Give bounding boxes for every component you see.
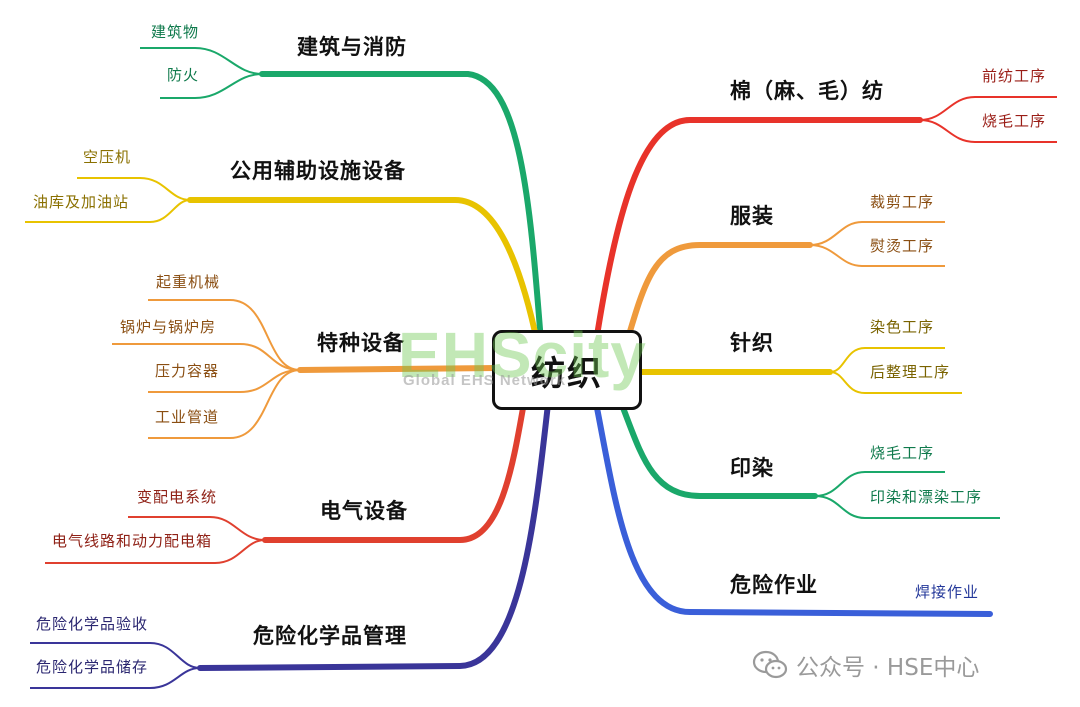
leaf-label-singeing-2: 烧毛工序: [870, 444, 935, 462]
leaf-label-ironing: 熨烫工序: [870, 237, 935, 255]
leaf-line-special-equip-0: [148, 299, 301, 371]
leaf-line-cotton-0: [919, 96, 1057, 121]
watermark-sub: Global EHS Network: [403, 372, 567, 389]
leaf-line-knitting-1: [829, 371, 962, 394]
leaf-line-public-aux-1: [25, 199, 191, 223]
leaf-line-special-equip-3: [148, 369, 301, 439]
leaf-line-building-fire-0: [140, 47, 263, 75]
leaf-label-air-compressor: 空压机: [83, 148, 132, 166]
branch-line-building-fire: [259, 71, 544, 345]
leaf-label-chem-storage: 危险化学品储存: [36, 658, 149, 676]
branch-label-special-equip: 特种设备: [317, 331, 405, 355]
branch-line-hazchem: [197, 401, 551, 671]
leaf-label-wiring: 电气线路和动力配电箱: [52, 532, 213, 550]
leaf-line-garment-1: [809, 244, 945, 267]
branch-connector-special-equip: [112, 299, 501, 439]
wechat-icon: [752, 650, 788, 679]
branch-connector-hazchem: [30, 401, 551, 689]
leaf-label-pressure-vessel: 压力容器: [155, 362, 220, 380]
leaf-line-hazchem-1: [30, 667, 201, 689]
leaf-label-singeing: 烧毛工序: [982, 112, 1047, 130]
branch-connector-knitting: [637, 347, 962, 394]
branch-connector-dyeing: [617, 397, 1000, 519]
leaf-line-knitting-0: [829, 347, 945, 373]
leaf-label-pre-spinning: 前纺工序: [982, 67, 1047, 85]
branch-connector-garment: [623, 221, 945, 348]
leaf-label-cutting: 裁剪工序: [870, 193, 935, 211]
leaf-label-buildings: 建筑物: [151, 23, 200, 41]
branch-label-cotton: 棉（麻、毛）纺: [730, 79, 884, 103]
branch-line-dyeing: [617, 397, 818, 499]
branch-label-dyeing: 印染: [730, 456, 774, 480]
branch-line-cotton: [593, 117, 923, 345]
footer-attribution: 公众号 · HSE中心: [752, 648, 979, 682]
leaf-line-hazchem-0: [30, 642, 201, 669]
leaf-line-garment-0: [809, 221, 945, 246]
leaf-line-dyeing-0: [814, 471, 945, 497]
leaf-line-building-fire-1: [160, 73, 263, 99]
leaf-line-cotton-1: [919, 119, 1057, 143]
leaf-label-boiler-room: 锅炉与锅炉房: [120, 318, 217, 336]
leaf-label-printing-bleaching: 印染和漂染工序: [870, 488, 983, 506]
branch-label-garment: 服装: [730, 204, 774, 228]
leaf-label-welding: 焊接作业: [915, 583, 980, 601]
branch-connector-public-aux: [25, 177, 541, 349]
leaf-line-special-equip-1: [112, 343, 301, 371]
leaf-label-lifting-machinery: 起重机械: [156, 273, 221, 291]
leaf-label-chem-acceptance: 危险化学品验收: [36, 615, 149, 633]
leaf-line-public-aux-0: [77, 177, 191, 201]
branch-connector-cotton: [593, 96, 1057, 345]
leaf-label-finishing: 后整理工序: [870, 363, 951, 381]
branch-label-building-fire: 建筑与消防: [297, 35, 407, 59]
branch-label-public-aux: 公用辅助设施设备: [230, 159, 406, 183]
center-node: 纺织: [492, 330, 642, 410]
branch-label-hazwork: 危险作业: [730, 573, 818, 597]
leaf-label-industrial-pipe: 工业管道: [155, 408, 220, 426]
leaf-label-dyeing-process: 染色工序: [870, 318, 935, 336]
center-label: 纺织: [531, 353, 603, 394]
leaf-label-oil-depot: 油库及加油站: [33, 193, 130, 211]
branch-line-hazwork: [594, 405, 993, 617]
leaf-label-fire-prevention: 防火: [167, 66, 200, 84]
footer-label: 公众号 · HSE中心: [796, 655, 980, 681]
leaf-line-electrical-1: [45, 539, 266, 564]
branch-line-public-aux: [187, 197, 541, 349]
branch-connector-building-fire: [140, 47, 544, 345]
branch-line-garment: [623, 242, 813, 348]
branch-label-knitting: 针织: [730, 331, 774, 355]
branch-label-electrical: 电气设备: [320, 499, 408, 523]
branch-line-special-equip: [297, 365, 501, 373]
branch-connector-hazwork: [594, 405, 993, 617]
leaf-line-dyeing-1: [814, 495, 1000, 519]
watermark-main: EHScity: [398, 319, 647, 391]
leaf-line-electrical-0: [128, 516, 266, 541]
leaf-label-substation: 变配电系统: [137, 488, 218, 506]
branch-label-hazchem: 危险化学品管理: [253, 624, 407, 648]
